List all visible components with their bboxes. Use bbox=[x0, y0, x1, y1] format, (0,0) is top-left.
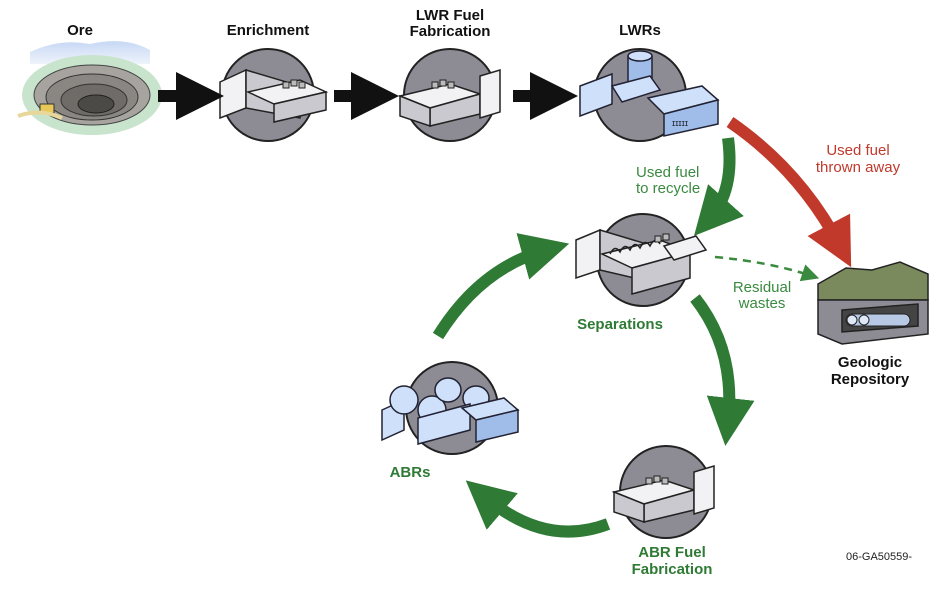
flow-label-residual-2: wastes bbox=[738, 295, 786, 312]
flow-arrow-separations-to-abr-fabrication bbox=[690, 294, 755, 446]
figure-code: 06-GA50559- bbox=[846, 551, 912, 563]
separations-facility-icon bbox=[575, 213, 708, 307]
geologic-repository-icon bbox=[817, 261, 929, 345]
stage-label-enrichment: Enrichment bbox=[227, 22, 310, 39]
lwr-fuel-fabrication-icon bbox=[397, 48, 501, 142]
ore-mine-illustration bbox=[17, 41, 162, 135]
flow-label-thrown-1: Used fuel bbox=[826, 142, 889, 159]
stage-label-abr-fuel-fab-1: ABR Fuel bbox=[638, 544, 706, 561]
flow-arrow-used-fuel-to-recycle bbox=[694, 137, 744, 236]
stage-label-lwrs: LWRs bbox=[619, 22, 661, 39]
flow-arrow-abr-fabrication-to-abrs bbox=[465, 480, 611, 538]
flow-label-recycle-2: to recycle bbox=[636, 180, 700, 197]
stage-label-lwr-fuel-fab-1: LWR Fuel bbox=[416, 7, 484, 24]
flow-arrow-abrs-to-separations bbox=[432, 233, 570, 340]
flow-arrow-residual-wastes bbox=[714, 255, 820, 282]
stage-label-repository-1: Geologic bbox=[838, 354, 902, 371]
enrichment-facility-icon bbox=[219, 48, 329, 142]
flow-label-residual-1: Residual bbox=[733, 279, 791, 296]
svg-text:ɪɪɪɪɪ: ɪɪɪɪɪ bbox=[672, 118, 688, 128]
stage-label-repository-2: Repository bbox=[831, 371, 910, 388]
abr-reactor-icon bbox=[381, 361, 520, 455]
lwr-reactor-icon: ɪɪɪɪɪ bbox=[579, 48, 720, 142]
abr-fuel-fabrication-icon bbox=[611, 445, 715, 539]
flow-arrow-used-fuel-thrown-away bbox=[726, 117, 852, 268]
stage-label-separations: Separations bbox=[577, 316, 663, 333]
flow-label-recycle-1: Used fuel bbox=[636, 164, 699, 181]
stage-label-abrs: ABRs bbox=[390, 464, 431, 481]
stage-label-ore: Ore bbox=[67, 22, 93, 39]
stage-label-lwr-fuel-fab-2: Fabrication bbox=[410, 23, 491, 40]
stage-label-abr-fuel-fab-2: Fabrication bbox=[632, 561, 713, 578]
flow-label-thrown-2: thrown away bbox=[816, 159, 901, 176]
